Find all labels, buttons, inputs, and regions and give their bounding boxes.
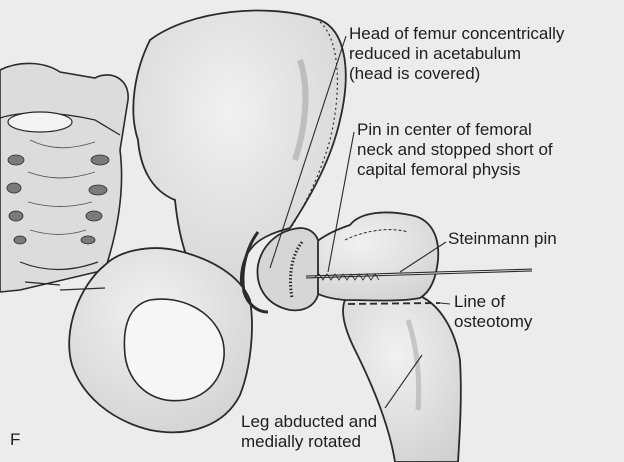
label-line: medially rotated [241,432,377,452]
label-line: Steinmann pin [448,229,557,249]
leader-osteotomy [440,303,450,304]
label-pin-position: Pin in center of femoral neck and stoppe… [357,120,553,180]
sacrum [0,63,128,292]
pubis-ischium [60,248,252,432]
label-line: neck and stopped short of [357,140,553,160]
label-line: Head of femur concentrically [349,24,564,44]
label-line: Pin in center of femoral [357,120,553,140]
femoral-head [257,228,318,310]
label-line: reduced in acetabulum [349,44,564,64]
label-femoral-head: Head of femur concentrically reduced in … [349,24,564,84]
label-steinmann-pin: Steinmann pin [448,229,557,249]
label-line: osteotomy [454,312,532,332]
label-line: (head is covered) [349,64,564,84]
label-osteotomy: Line of osteotomy [454,292,532,332]
panel-letter: F [10,430,20,450]
label-leg-position: Leg abducted and medially rotated [241,412,377,452]
label-line: Line of [454,292,532,312]
label-line: Leg abducted and [241,412,377,432]
osteotomy-line [348,303,440,304]
label-line: capital femoral physis [357,160,553,180]
